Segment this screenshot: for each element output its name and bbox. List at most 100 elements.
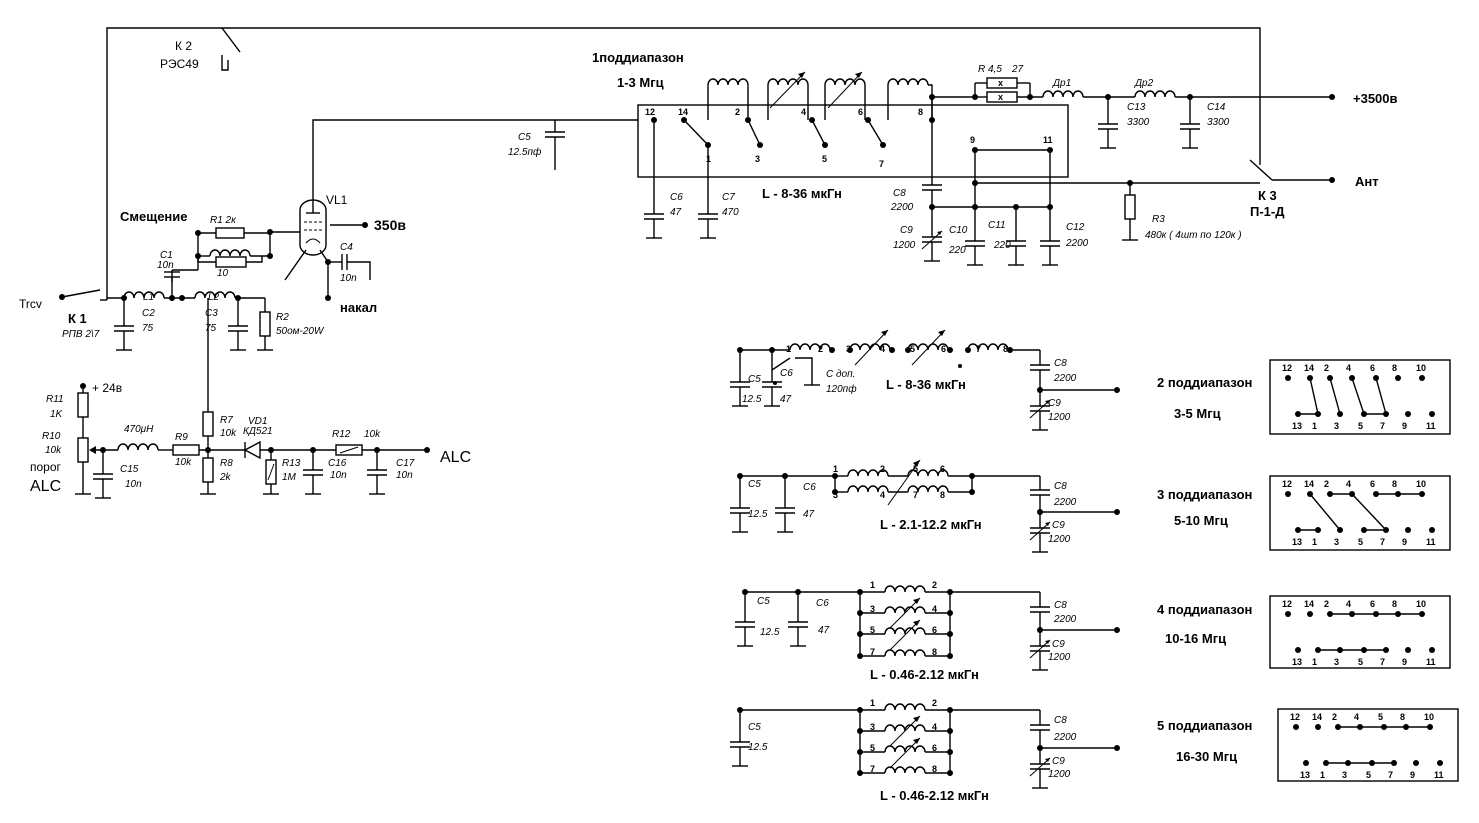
switch-bottom-pin [1383, 527, 1389, 533]
pin-14: 14 [678, 107, 688, 117]
b3-coil-pin-3: 3 [833, 490, 838, 500]
dr1-label: Др1 [1052, 78, 1071, 89]
c2-value: 75 [142, 323, 154, 334]
b3-coil-pin-6: 6 [940, 464, 945, 474]
b4-coil-pin-3: 3 [870, 604, 875, 614]
b5-c5-value: 12.5 [748, 742, 768, 753]
switch-bottom-pin-label: 9 [1410, 770, 1415, 780]
vd1-value: КД521 [243, 426, 273, 437]
pin-12: 12 [645, 107, 655, 117]
b2-inductance: L - 8-36 мкГн [886, 377, 966, 392]
r1-label: R1 2к [210, 215, 237, 226]
c4-value: 10n [340, 273, 357, 284]
switch-top-pin-label: 12 [1282, 479, 1292, 489]
c1-label: C1 [160, 250, 173, 261]
r9-label: R9 [175, 432, 188, 443]
c8-value: 2200 [890, 202, 914, 213]
switch-top-pin-label: 10 [1416, 363, 1426, 373]
b5-c9-label: C9 [1052, 756, 1065, 767]
switch-bottom-pin-label: 9 [1402, 421, 1407, 431]
b5-c5-label: C5 [748, 722, 761, 733]
b4-range: 10-16 Мгц [1165, 631, 1226, 646]
b5-c8-label: C8 [1054, 715, 1067, 726]
l470-label: 470μH [124, 424, 154, 435]
switch-bottom-pin [1295, 411, 1301, 417]
main-amplifier: К 2 РЭС49 1поддиапазон 1-3 Мгц C5 12.5пф [19, 27, 1398, 412]
switch-top-pin [1327, 491, 1333, 497]
b2-c8-value: 2200 [1053, 373, 1077, 384]
b2-coil-pin-5: 5 [910, 344, 915, 354]
c9-label: C9 [900, 225, 913, 236]
switch-bottom-pin-label: 11 [1426, 421, 1436, 431]
switch-bottom-pin-label: 1 [1320, 770, 1325, 780]
pin-7: 7 [879, 159, 884, 169]
b5-coil-pin-4: 4 [932, 722, 937, 732]
b2-c9-value: 1200 [1048, 412, 1071, 423]
k2-label: К 2 [175, 39, 192, 53]
switch-top-pin [1395, 375, 1401, 381]
b3-c5-label: C5 [748, 479, 761, 490]
switch-bridge [1351, 377, 1365, 415]
b4-c8-label: C8 [1054, 600, 1067, 611]
switch-bottom-pin [1405, 527, 1411, 533]
switch-bottom-pin-label: 1 [1312, 657, 1317, 667]
b4-coil-pin-7: 7 [870, 647, 875, 657]
b3-coil-pin-4: 4 [880, 490, 885, 500]
switch-top-pin [1373, 375, 1379, 381]
c10-value: 220 [948, 245, 966, 256]
b2-range: 3-5 Мгц [1174, 406, 1221, 421]
switch-bottom-pin-label: 13 [1292, 537, 1302, 547]
switch-top-pin [1307, 611, 1313, 617]
b2-coil-pin-6: 6 [941, 344, 946, 354]
r9-value: 10k [175, 457, 192, 468]
c15-value: 10n [125, 479, 142, 490]
switch-bottom-pin [1315, 527, 1321, 533]
c7-label: C7 [722, 192, 735, 203]
r10-label: R10 [42, 431, 61, 442]
r45-label: R 4,5 [978, 64, 1002, 75]
switch-top-pin-label: 4 [1346, 363, 1351, 373]
b4-c5-label: C5 [757, 596, 770, 607]
switch-top-pin-label: 6 [1370, 363, 1375, 373]
r13-value: 1M [282, 472, 297, 483]
switch-top-pin [1427, 724, 1433, 730]
switch-top-pin [1349, 375, 1355, 381]
switch-bottom-pin [1437, 760, 1443, 766]
k3-type: П-1-Д [1250, 204, 1285, 219]
b4-coil-pin-8: 8 [932, 647, 937, 657]
switch-bottom-pin-label: 13 [1292, 657, 1302, 667]
c8-label: C8 [893, 188, 906, 199]
switch-top-pin-label: 14 [1304, 363, 1314, 373]
switch-bottom-pin-label: 1 [1312, 421, 1317, 431]
b5-inductance: L - 0.46-2.12 мкГн [880, 788, 989, 803]
switch-top-pin-label: 2 [1324, 363, 1329, 373]
switch-bottom-pin-label: 3 [1334, 537, 1339, 547]
switch-top-pin [1349, 611, 1355, 617]
switch-bottom-pin [1391, 760, 1397, 766]
b3-c6-value: 47 [803, 509, 815, 520]
switch-bottom-pin [1413, 760, 1419, 766]
b5-coil-pin-5: 5 [870, 743, 875, 753]
c11-label: C11 [988, 220, 1006, 231]
c15-label: C15 [120, 464, 139, 475]
b4-c6-label: C6 [816, 598, 829, 609]
c3-value: 75 [205, 323, 217, 334]
r8-value: 2k [219, 472, 232, 483]
switch-top-pin-label: 12 [1282, 363, 1292, 373]
switch-bottom-pin [1429, 411, 1435, 417]
switch-top-pin-label: 10 [1416, 479, 1426, 489]
switch-bottom-pin-label: 7 [1380, 421, 1385, 431]
switch-bridge [1329, 377, 1341, 415]
b5-c9-value: 1200 [1048, 769, 1071, 780]
b2-c8-label: C8 [1054, 358, 1067, 369]
switch-bottom-pin [1383, 411, 1389, 417]
b3-coil-pin-7: 7 [913, 490, 918, 500]
switch-top-pin-label: 8 [1392, 599, 1397, 609]
b4-c6-value: 47 [818, 625, 830, 636]
vl1-label: VL1 [326, 193, 348, 207]
c4-label: C4 [340, 242, 353, 253]
b3-title: 3 поддиапазон [1157, 487, 1252, 502]
switch-bottom-pin-label: 1 [1312, 537, 1317, 547]
